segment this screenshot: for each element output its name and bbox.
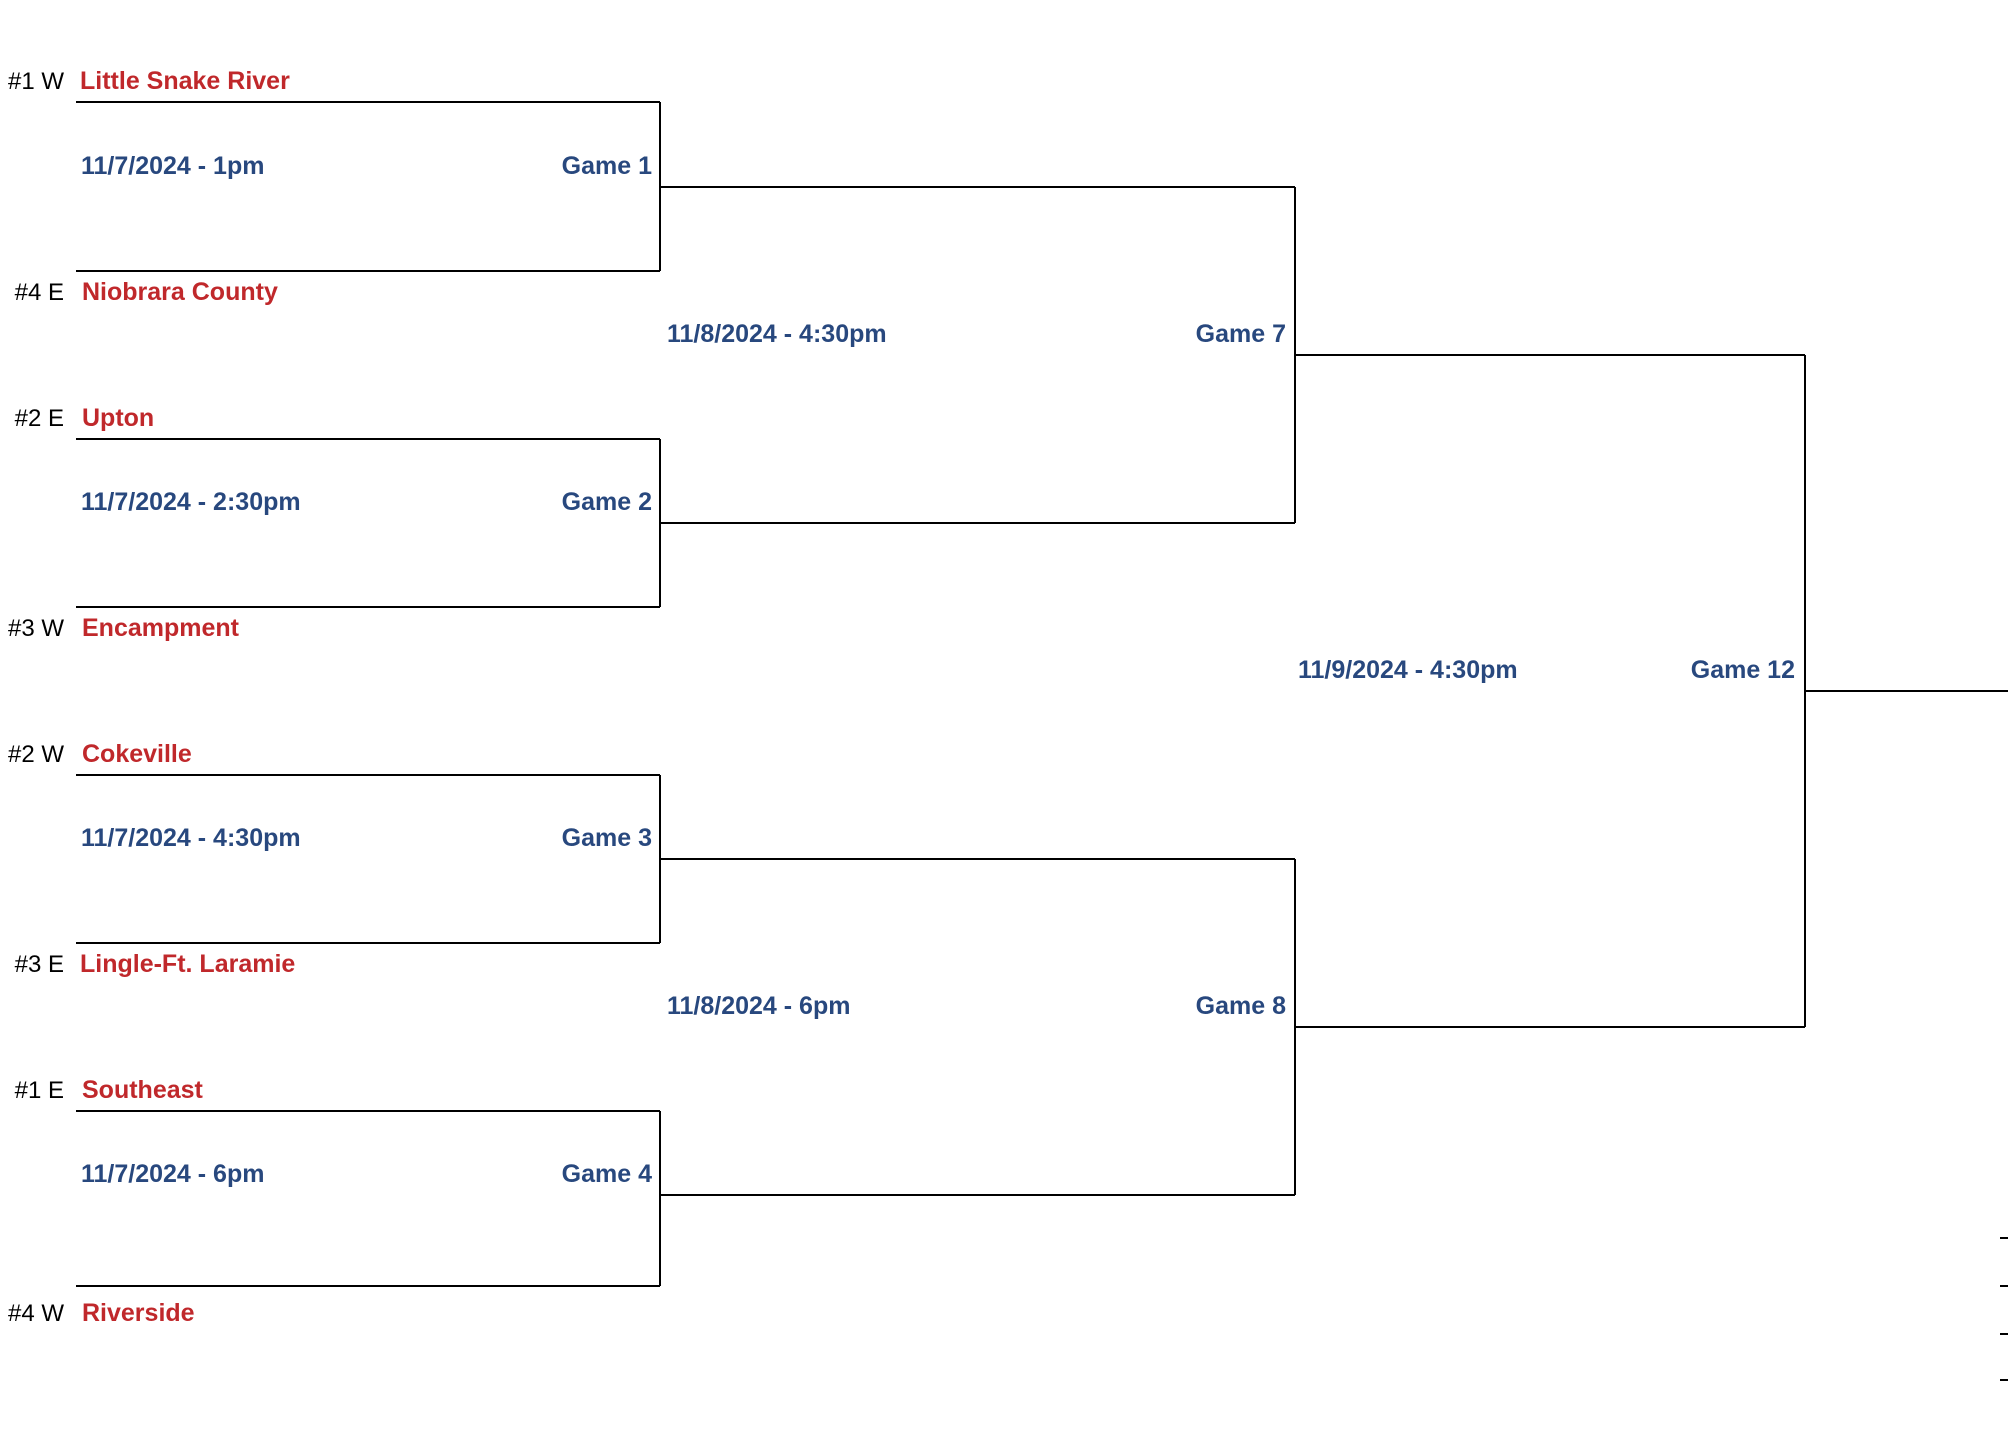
team-game3-top: Cokeville xyxy=(82,740,192,768)
seed-game2-top: #2 E xyxy=(14,405,64,432)
label-game8: Game 8 xyxy=(1195,992,1286,1020)
label-game12: Game 12 xyxy=(1690,656,1795,684)
label-game4: Game 4 xyxy=(561,1160,652,1188)
seed-game3-top: #2 W xyxy=(7,741,64,768)
datetime-game3: 11/7/2024 - 4:30pm xyxy=(81,824,301,852)
label-game1: Game 1 xyxy=(561,152,652,180)
label-game2: Game 2 xyxy=(561,488,652,516)
label-game7: Game 7 xyxy=(1195,320,1286,348)
seed-game4-bottom: #4 W xyxy=(7,1300,64,1327)
team-game2-bottom: Encampment xyxy=(82,614,239,642)
team-game4-bottom: Riverside xyxy=(82,1299,195,1327)
seed-game1-bottom: #4 E xyxy=(14,279,64,306)
datetime-game4: 11/7/2024 - 6pm xyxy=(81,1160,265,1188)
team-game3-bottom: Lingle-Ft. Laramie xyxy=(80,950,296,978)
label-game3: Game 3 xyxy=(561,824,652,852)
seed-game2-bottom: #3 W xyxy=(7,615,64,642)
datetime-game8: 11/8/2024 - 6pm xyxy=(667,992,851,1020)
datetime-game1: 11/7/2024 - 1pm xyxy=(81,152,265,180)
team-game1-top: Little Snake River xyxy=(80,67,290,95)
team-game2-top: Upton xyxy=(82,404,155,432)
seed-game3-bottom: #3 E xyxy=(14,951,64,978)
datetime-game12: 11/9/2024 - 4:30pm xyxy=(1298,656,1518,684)
seed-game1-top: #1 W xyxy=(7,68,64,95)
team-game1-bottom: Niobrara County xyxy=(82,278,278,306)
team-game4-top: Southeast xyxy=(82,1076,203,1104)
seed-game4-top: #1 E xyxy=(14,1077,64,1104)
datetime-game2: 11/7/2024 - 2:30pm xyxy=(81,488,301,516)
datetime-game7: 11/8/2024 - 4:30pm xyxy=(667,320,887,348)
